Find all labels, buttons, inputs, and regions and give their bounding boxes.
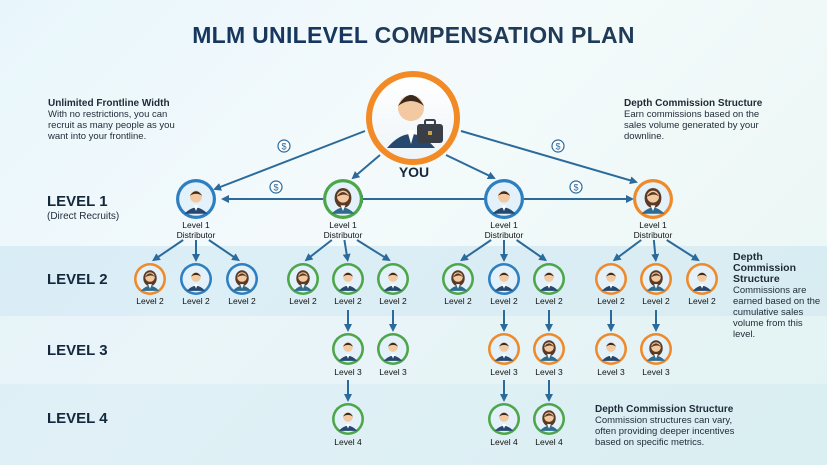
node-label: Level 1 Distributor — [633, 220, 673, 240]
connector-arrow — [666, 239, 700, 262]
briefcase-icon — [417, 119, 443, 143]
person-avatar-icon — [226, 263, 258, 295]
person-avatar-icon — [377, 263, 409, 295]
person-avatar-icon — [442, 263, 474, 295]
connector-arrow — [460, 239, 492, 262]
node-label: Level 2 — [490, 296, 518, 306]
person-avatar-icon — [533, 403, 565, 435]
connector-arrow — [516, 239, 548, 262]
level-1-sublabel: (Direct Recruits) — [47, 211, 120, 222]
person-avatar-icon — [332, 263, 364, 295]
node-label: Level 1 Distributor — [176, 220, 216, 240]
connector-arrow — [208, 239, 240, 262]
person-avatar-icon — [377, 333, 409, 365]
node-label: Level 2 — [182, 296, 210, 306]
svg-text:$: $ — [555, 142, 560, 152]
dollar-coin-icon: $ — [569, 180, 583, 194]
note-heading: Depth Commission Structure — [733, 251, 797, 285]
note-unlimited-frontline: Unlimited Frontline Width With no restri… — [48, 98, 183, 142]
person-avatar-icon — [533, 333, 565, 365]
node-label: Level 3 — [535, 367, 563, 377]
person-avatar-icon — [640, 263, 672, 295]
node-label: Level 2 — [136, 296, 164, 306]
node-label: Level 2 — [688, 296, 716, 306]
person-avatar-icon — [488, 403, 520, 435]
node-label: Level 2 — [597, 296, 625, 306]
node-label: Level 2 — [535, 296, 563, 306]
person-avatar-icon — [484, 179, 524, 219]
node-label: Level 2 — [228, 296, 256, 306]
you-avatar — [366, 71, 460, 165]
svg-text:$: $ — [573, 183, 578, 193]
svg-text:$: $ — [273, 183, 278, 193]
person-avatar-icon — [323, 179, 363, 219]
note-depth-commission-level4: Depth Commission Structure Commission st… — [595, 404, 755, 448]
person-avatar-icon — [180, 263, 212, 295]
node-label: Level 2 — [444, 296, 472, 306]
note-body: Earn commissions based on the sales volu… — [624, 109, 760, 142]
node-label: Level 3 — [379, 367, 407, 377]
node-label: Level 2 — [289, 296, 317, 306]
level-4-label: LEVEL 4 — [47, 410, 108, 427]
person-avatar-icon — [134, 263, 166, 295]
node-label: Level 2 — [379, 296, 407, 306]
commission-coins: $ $ $ $ — [269, 139, 583, 194]
node-label: Level 1 Distributor — [484, 220, 524, 240]
connector-arrow — [445, 154, 496, 180]
level-2-label: LEVEL 2 — [47, 271, 108, 288]
person-avatar-icon — [488, 263, 520, 295]
person-avatar-icon — [686, 263, 718, 295]
node-label: Level 3 — [490, 367, 518, 377]
level-3-label: LEVEL 3 — [47, 342, 108, 359]
connector-arrow — [342, 239, 351, 262]
note-depth-commission-top: Depth Commission Structure Earn commissi… — [624, 98, 774, 142]
person-avatar-icon — [332, 333, 364, 365]
person-avatar-icon — [488, 333, 520, 365]
person-avatar-icon — [287, 263, 319, 295]
connector-arrow — [651, 239, 660, 262]
page-title: MLM UNILEVEL COMPENSATION PLAN — [192, 22, 635, 48]
connector-arrow — [152, 239, 184, 262]
node-label: Level 3 — [334, 367, 362, 377]
dollar-coin-icon: $ — [269, 180, 283, 194]
node-label: Level 3 — [642, 367, 670, 377]
note-heading: Depth Commission Structure — [624, 98, 763, 109]
person-avatar-icon — [640, 333, 672, 365]
connector-arrow — [356, 239, 391, 262]
connector-arrow — [213, 130, 366, 191]
member-nodes — [134, 71, 718, 435]
person-avatar-icon — [176, 179, 216, 219]
node-label: Level 4 — [490, 437, 518, 447]
dollar-coin-icon: $ — [551, 139, 565, 153]
note-body: Commissions are earned based on the cumu… — [733, 285, 821, 340]
connector-arrow — [612, 239, 642, 262]
person-avatar-icon — [595, 333, 627, 365]
connector-arrow — [460, 130, 638, 185]
node-label: Level 4 — [535, 437, 563, 447]
note-depth-commission-level2: Depth Commission Structure Commissions a… — [733, 251, 825, 341]
note-heading: Depth Commission Structure — [595, 404, 734, 415]
note-body: With no restrictions, you can recruit as… — [48, 109, 175, 142]
level-3-band — [0, 316, 827, 384]
person-avatar-icon — [633, 179, 673, 219]
level-4-band — [0, 384, 827, 465]
level-1-label: LEVEL 1 — [47, 193, 108, 210]
node-label: Level 1 Distributor — [323, 220, 363, 240]
connector-arrows — [152, 130, 700, 402]
node-label: Level 2 — [642, 296, 670, 306]
person-avatar-icon — [332, 403, 364, 435]
node-label: Level 3 — [597, 367, 625, 377]
you-label: YOU — [398, 164, 430, 180]
connector-arrow — [351, 154, 381, 180]
node-label: Level 2 — [334, 296, 362, 306]
svg-text:$: $ — [281, 142, 286, 152]
dollar-coin-icon: $ — [277, 139, 291, 153]
note-heading: Unlimited Frontline Width — [48, 98, 170, 109]
person-avatar-icon — [533, 263, 565, 295]
connector-arrow — [304, 239, 333, 262]
node-label: Level 4 — [334, 437, 362, 447]
person-avatar-icon — [595, 263, 627, 295]
note-body: Commission structures can vary, often pr… — [595, 415, 735, 448]
